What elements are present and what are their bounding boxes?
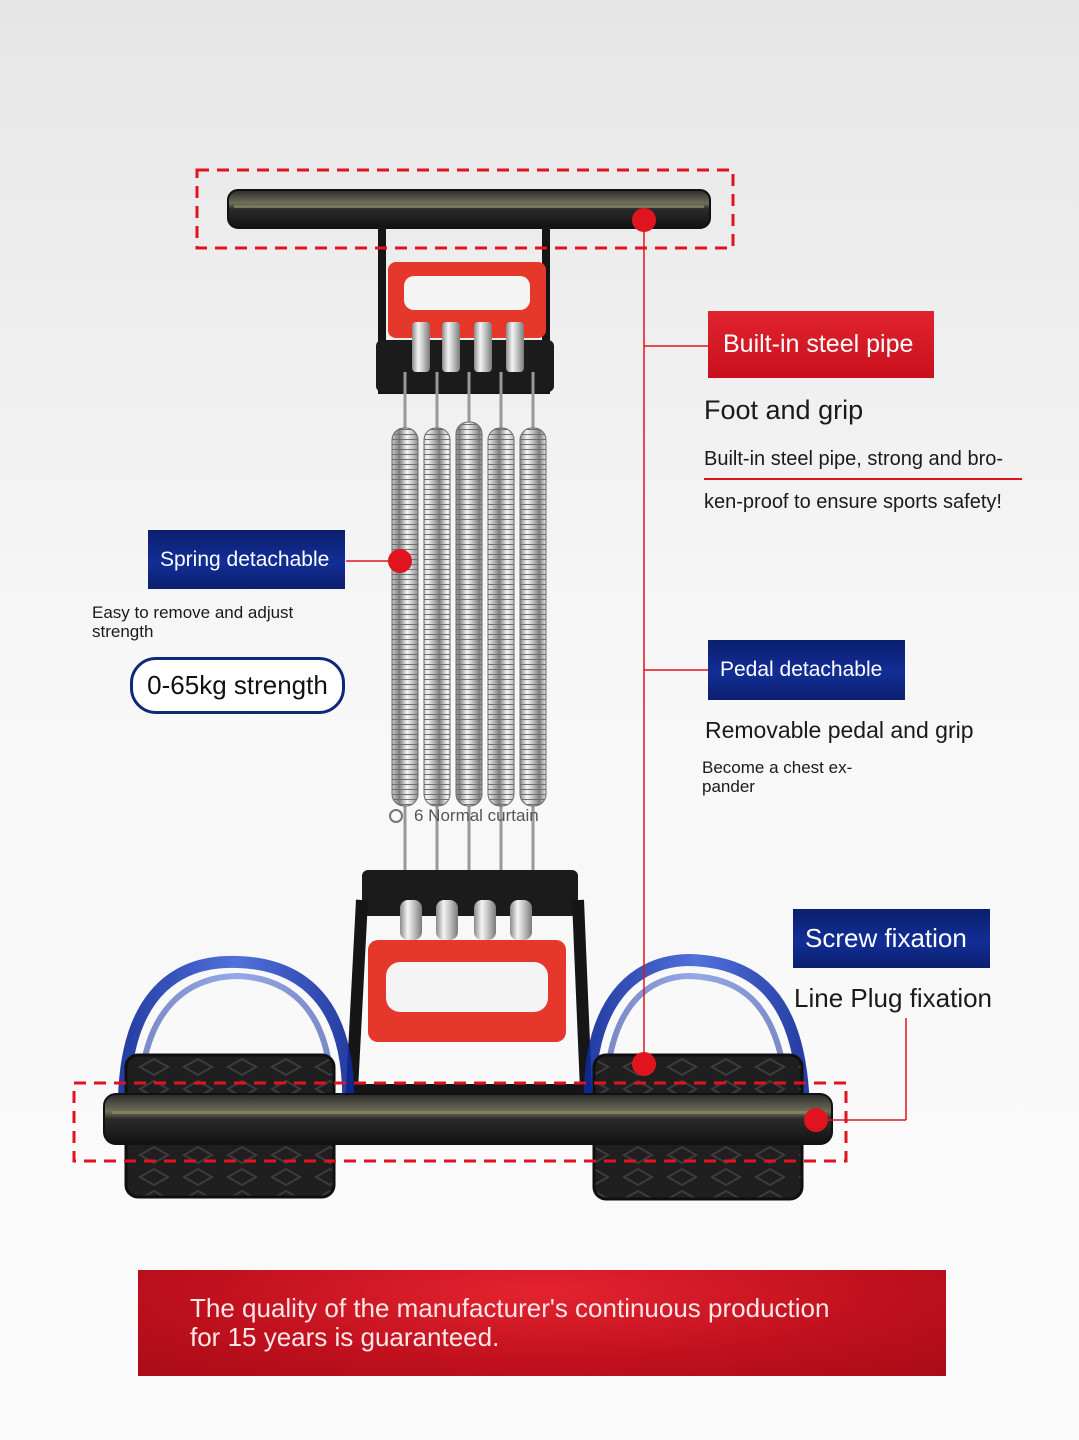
steel-pipe-desc-line2: ken-proof to ensure sports safety!: [704, 491, 1002, 513]
bottom-spring-hooks: [400, 900, 532, 940]
springs: [391, 421, 547, 807]
banner-line2: for 15 years is guaranteed.: [190, 1322, 500, 1352]
bottom-spring-block: [362, 870, 578, 916]
pedal-desc-line2: pander: [702, 777, 755, 796]
steel-pipe-label: Built-in steel pipe: [708, 311, 934, 378]
top-red-grip: [388, 262, 546, 338]
spring-label: Spring detachable: [148, 530, 345, 589]
bottom-bar-highlight-box: [72, 1081, 848, 1163]
product-illustration: [72, 168, 907, 1201]
spring-caption: 6 Normal curtain: [414, 806, 539, 825]
pedal-label: Pedal detachable: [708, 640, 905, 700]
pedal-heading: Removable pedal and grip: [705, 717, 974, 743]
spring-desc-line1: Easy to remove and adjust: [92, 603, 294, 622]
top-handle-bar: [227, 189, 711, 229]
steel-pipe-underline: [704, 478, 1022, 480]
top-spring-block: [376, 340, 554, 392]
strength-pill: 0-65kg strength: [130, 657, 345, 714]
screw-label: Screw fixation: [793, 909, 990, 968]
pedal-desc-line1: Become a chest ex-: [702, 758, 853, 777]
screw-heading: Line Plug fixation: [794, 983, 993, 1013]
bottom-frame: [345, 899, 593, 1096]
top-bar-highlight-box: [195, 168, 735, 250]
banner-line1: The quality of the manufacturer's contin…: [190, 1293, 830, 1323]
spring-desc-line2: strength: [92, 622, 154, 641]
ring-icon: [389, 809, 403, 823]
right-pedal-strap: [583, 953, 810, 1121]
steel-pipe-desc-line1: Built-in steel pipe, strong and bro-: [704, 448, 1004, 470]
bottom-foot-bar: [103, 1093, 833, 1145]
quality-banner: The quality of the manufacturer's contin…: [138, 1270, 946, 1376]
bottom-red-grip: [368, 940, 566, 1042]
left-pedal-strap: [117, 955, 355, 1121]
spring-links: [403, 372, 535, 880]
steel-pipe-heading: Foot and grip: [704, 395, 864, 425]
top-spring-hooks: [412, 322, 524, 372]
marker-dots: [388, 208, 828, 1132]
